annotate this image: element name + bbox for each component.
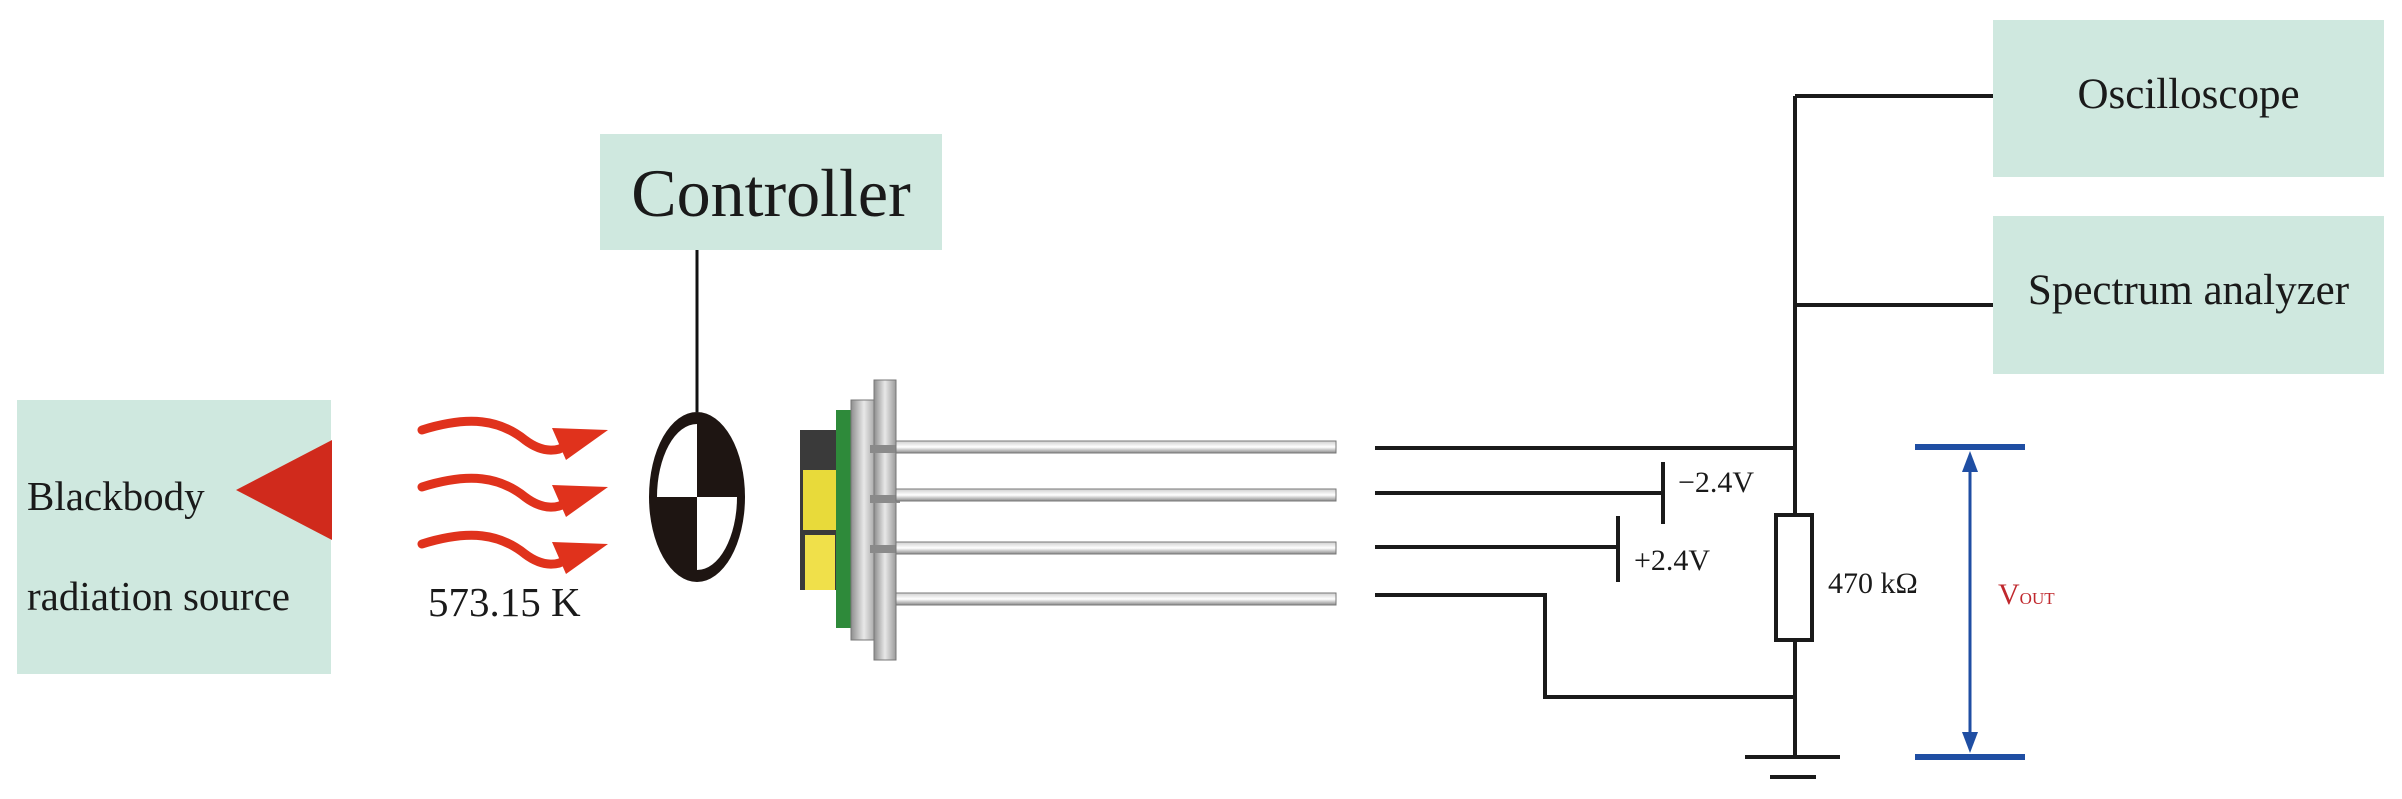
radiation-arrow-2 xyxy=(417,473,570,512)
detector-pin-2 xyxy=(895,488,1337,502)
resistor-label: 470 kΩ xyxy=(1828,567,1918,600)
controller-box xyxy=(600,134,942,250)
spectrum-analyzer-label: Spectrum analyzer xyxy=(2027,267,2350,314)
radiation-arrow-3 xyxy=(417,530,570,569)
source-label-line1: Blackbody xyxy=(27,473,205,519)
radiation-arrow-1 xyxy=(417,416,570,455)
vout-main: V xyxy=(1998,578,2020,611)
source-label-line2: radiation source xyxy=(27,573,290,619)
radiation-arrowhead-1 xyxy=(552,428,608,460)
load-resistor xyxy=(1774,513,1814,642)
temperature-label: 573.15 K xyxy=(428,579,581,625)
vout-indicator xyxy=(1915,444,2025,760)
detector-pin-3 xyxy=(895,541,1337,555)
radiation-arrowheads xyxy=(552,428,608,574)
oscilloscope-label: Oscilloscope xyxy=(2077,71,2300,118)
bias-positive-label: +2.4V xyxy=(1634,544,1711,577)
detector-pins xyxy=(895,440,1337,606)
detector-pin-4 xyxy=(895,592,1337,606)
controller-label: Controller xyxy=(631,155,911,231)
vout-subscript: OUT xyxy=(2019,589,2055,608)
blackbody-source-box xyxy=(17,400,331,674)
bias-negative-label: −2.4V xyxy=(1678,466,1755,499)
spectrum-analyzer-box xyxy=(1993,216,2384,374)
radiation-arrows xyxy=(417,416,570,569)
vout-label: VOUT xyxy=(1998,578,2055,612)
ground-symbol xyxy=(1745,755,1840,779)
oscilloscope-box xyxy=(1993,20,2384,177)
circuit-wiring xyxy=(1375,94,1993,757)
radiation-arrowhead-2 xyxy=(552,485,608,517)
detector-module xyxy=(800,379,900,661)
radiation-arrowhead-3 xyxy=(552,542,608,574)
optical-chopper xyxy=(649,412,745,582)
source-emitter-triangle xyxy=(236,440,332,540)
detector-pin-1 xyxy=(895,440,1337,454)
